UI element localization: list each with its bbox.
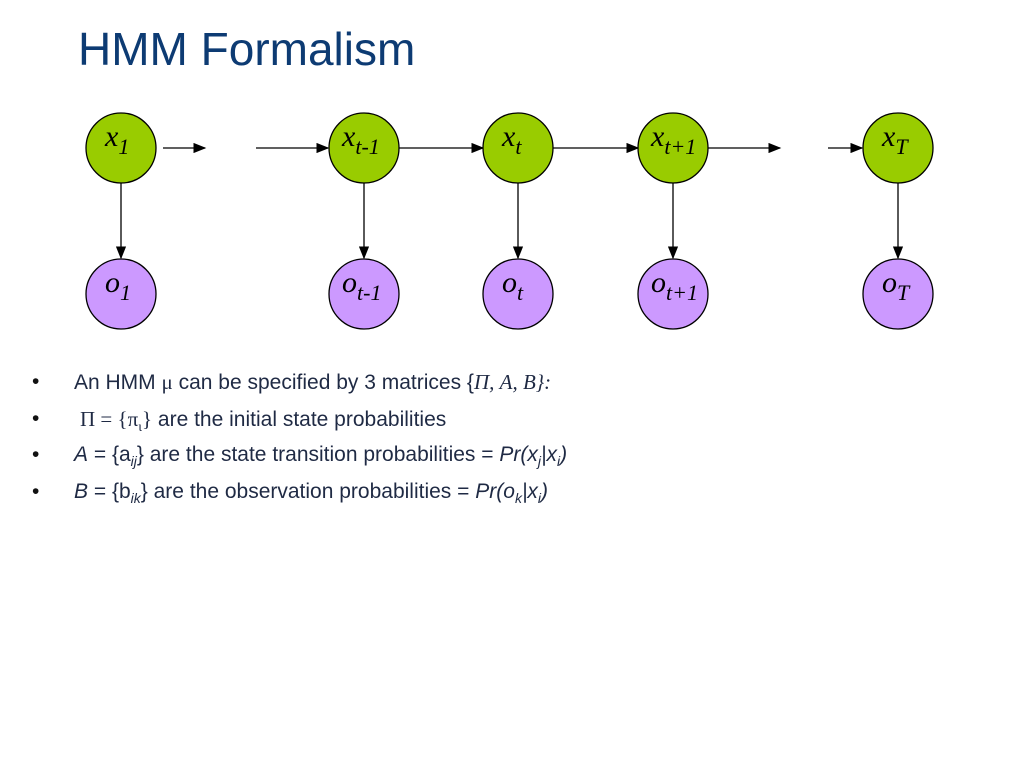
subscript: j	[537, 453, 541, 469]
state-node-circle	[482, 112, 554, 184]
bullet-body: } are the observation probabilities =	[140, 479, 476, 503]
observation-node-circle	[637, 258, 709, 330]
node-label-base: o	[882, 266, 897, 299]
matrix-b: B	[74, 479, 89, 503]
pi-formula: Π = {π	[80, 406, 139, 431]
node-label-subscript: t-1	[355, 134, 379, 159]
node-label: o1	[105, 266, 131, 305]
equals: = {b	[88, 479, 131, 503]
node-label-base: x	[501, 120, 516, 153]
node-label-subscript: 1	[120, 280, 131, 305]
prob-formula-mid: |x	[521, 479, 538, 503]
node-label-base: o	[502, 266, 517, 299]
state-node: x1	[85, 112, 157, 184]
state-node-circle	[862, 112, 934, 184]
state-node-circle	[637, 112, 709, 184]
node-label-subscript: t+1	[664, 134, 696, 159]
node-label-subscript: t	[517, 280, 524, 305]
node-label-base: x	[341, 120, 356, 153]
bullet-marker: •	[32, 443, 40, 466]
prob-formula-mid: |x	[540, 443, 557, 466]
node-label: ot+1	[651, 266, 698, 305]
node-label: xt	[501, 120, 522, 159]
prob-formula-end: )	[541, 479, 549, 503]
node-label-base: o	[342, 266, 357, 299]
bullet-body: } are the state transition probabilities…	[136, 443, 500, 466]
bullet-body: are the initial state probabilities	[152, 407, 447, 431]
state-node-circle	[328, 112, 400, 184]
node-label-base: x	[881, 120, 896, 153]
observation-node: ot+1	[637, 258, 709, 330]
bullet-marker: •	[32, 406, 40, 430]
edges	[115, 142, 904, 260]
node-label-base: o	[651, 266, 666, 299]
bullet-marker: •	[32, 370, 40, 393]
node-label: xT	[881, 120, 909, 159]
pi-close: }	[141, 406, 153, 431]
node-label-base: x	[650, 120, 665, 153]
subscript: i	[556, 453, 561, 469]
state-node: xt	[482, 112, 554, 184]
pi-subscript: ι	[138, 419, 142, 435]
node-label-base: x	[104, 120, 119, 153]
node-label: xt-1	[341, 120, 380, 159]
node-label-subscript: t+1	[666, 280, 698, 305]
state-node: xt-1	[328, 112, 400, 184]
prob-formula: Pr(x	[499, 443, 538, 466]
observation-node-circle	[482, 258, 554, 330]
bullet-text: Π = {πι} are the initial state probabili…	[80, 401, 446, 446]
bullet-body: can be specified by 3 matrices {	[172, 371, 474, 394]
observation-node-circle	[862, 258, 934, 330]
observation-node-circle	[328, 258, 400, 330]
observation-node: ot	[482, 258, 554, 330]
node-label: ot-1	[342, 266, 381, 305]
mu-symbol: μ	[161, 370, 173, 394]
prob-formula: Pr(o	[475, 479, 515, 503]
subscript: i	[537, 489, 542, 506]
subscript: k	[514, 489, 522, 506]
node-label-base: o	[105, 266, 120, 299]
prob-formula-end: )	[560, 443, 568, 466]
matrix-set: Π, A, B}:	[473, 370, 552, 394]
equals: = {a	[88, 443, 131, 466]
matrix-a: A	[74, 443, 89, 466]
node-label: xt+1	[650, 120, 696, 159]
observation-node-circle	[85, 258, 157, 330]
node-label: x1	[104, 120, 129, 159]
node-label-subscript: T	[897, 280, 911, 305]
node-label-subscript: t-1	[357, 280, 381, 305]
bullet-prefix: An HMM	[74, 371, 162, 394]
state-node-circle	[85, 112, 157, 184]
observation-node: o1	[85, 258, 157, 330]
page-title: HMM Formalism	[78, 23, 416, 75]
observation-node: oT	[862, 258, 934, 330]
node-label: oT	[882, 266, 911, 305]
state-node: xT	[862, 112, 934, 184]
node-label-subscript: t	[515, 134, 522, 159]
bullet-text: B = {bik} are the observation probabilit…	[74, 474, 548, 516]
subscript: ik	[130, 489, 141, 506]
node-label: ot	[502, 266, 524, 305]
subscript: ij	[130, 453, 137, 469]
observation-node: ot-1	[328, 258, 400, 330]
bullet-text: An HMM μ can be specified by 3 matrices …	[74, 364, 551, 401]
state-node: xt+1	[637, 112, 709, 184]
bullet-marker: •	[32, 479, 40, 503]
bullet-text: A = {aij} are the state transition proba…	[74, 437, 567, 479]
node-label-subscript: 1	[118, 134, 129, 159]
node-label-subscript: T	[895, 134, 909, 159]
